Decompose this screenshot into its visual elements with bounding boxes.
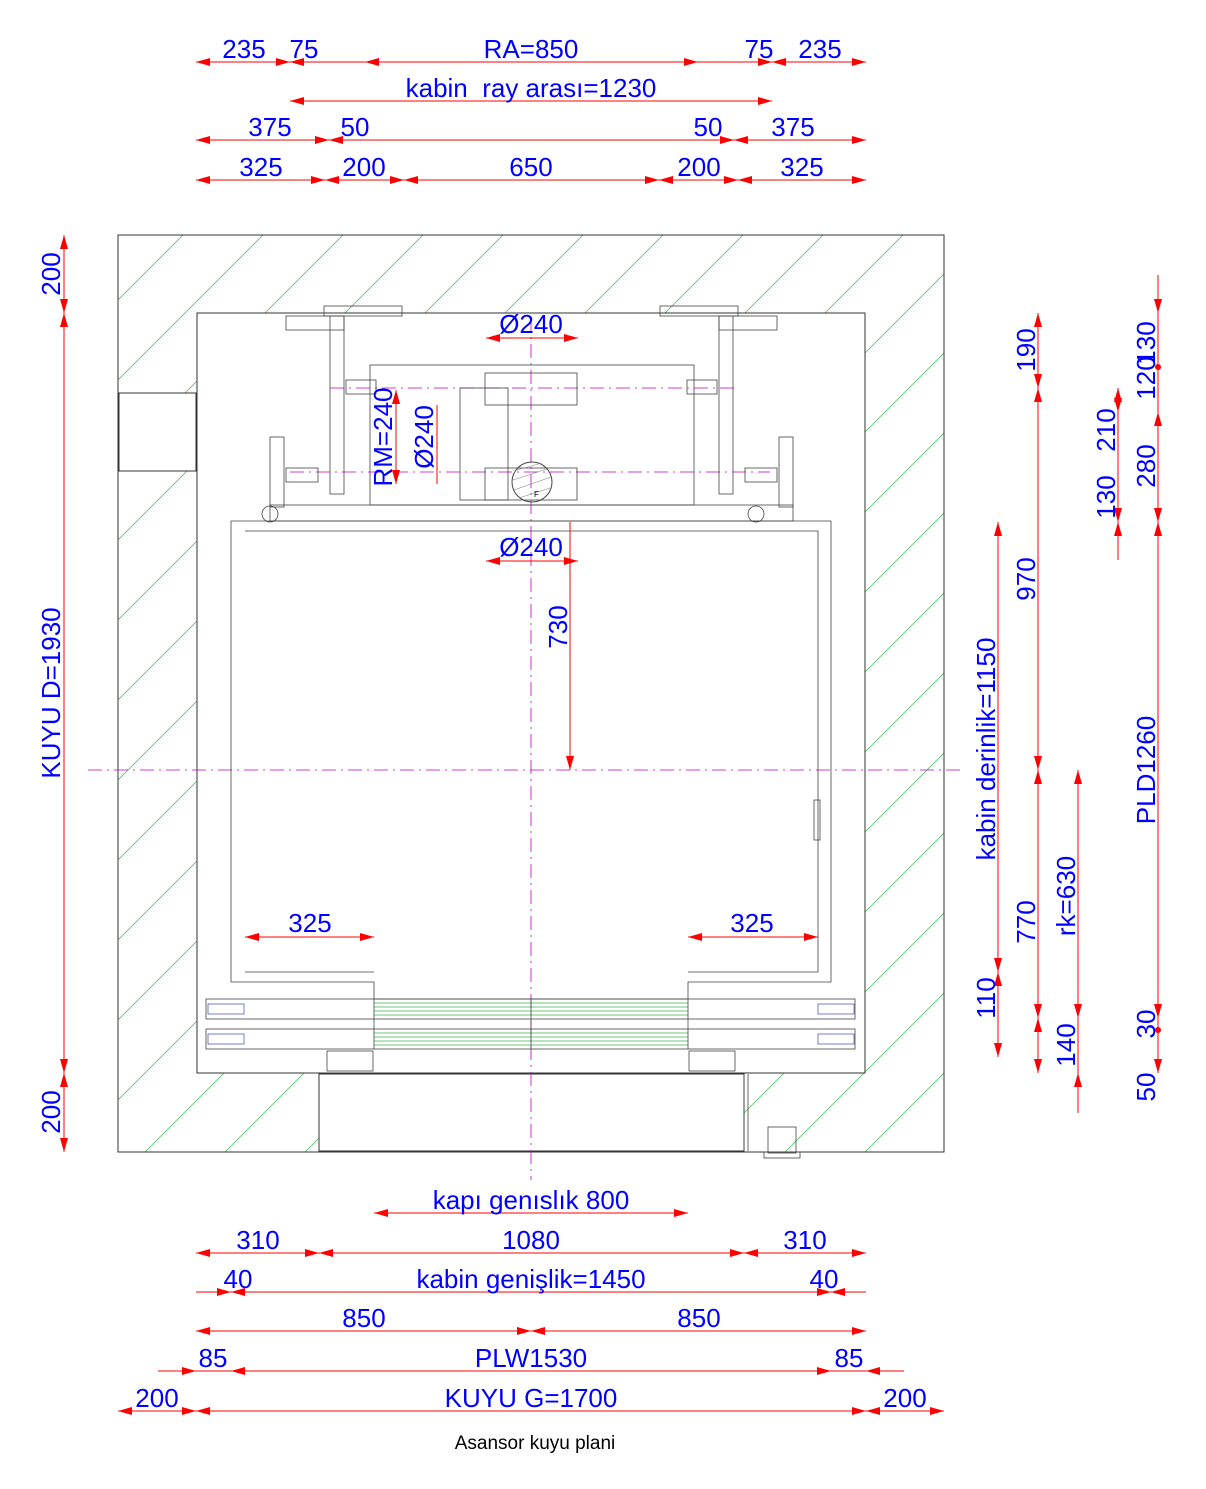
dim-right-280: 280 bbox=[1131, 444, 1161, 487]
right-dimension-labels: kabin derinlik=1150 110 190 970 770 140 … bbox=[971, 321, 1161, 1101]
dim-left-200-bottom: 200 bbox=[36, 1090, 66, 1133]
dim-top-325-right: 325 bbox=[780, 152, 823, 182]
dim-bottom-850-right: 850 bbox=[677, 1303, 720, 1333]
dim-top-235-right: 235 bbox=[798, 34, 841, 64]
top-dimension-labels: 235 75 RA=850 75 235 kabin ray arası=123… bbox=[222, 34, 841, 182]
dim-pulley-diameter-top: Ø240 bbox=[499, 309, 563, 339]
dim-top-235-left: 235 bbox=[222, 34, 265, 64]
arrowheads bbox=[60, 58, 1162, 1415]
dim-top-50-left: 50 bbox=[341, 112, 370, 142]
dim-top-650: 650 bbox=[509, 152, 552, 182]
rail-frame: F bbox=[261, 305, 794, 523]
dim-shaft-width: KUYU G=1700 bbox=[445, 1383, 618, 1413]
dim-top-50-right: 50 bbox=[694, 112, 723, 142]
dim-cabin-width: kabin genişlik=1450 bbox=[416, 1264, 645, 1294]
dim-right-770: 770 bbox=[1011, 900, 1041, 943]
dim-bottom-310-right: 310 bbox=[783, 1225, 826, 1255]
dim-ra: RA=850 bbox=[484, 34, 579, 64]
dim-right-130-top: 130 bbox=[1131, 321, 1161, 364]
dim-right-30: 30 bbox=[1131, 1010, 1161, 1039]
shaft-outline bbox=[117, 234, 945, 1159]
dim-rail-distance: kabin ray arası=1230 bbox=[406, 73, 657, 103]
dim-bottom-200-right: 200 bbox=[883, 1383, 926, 1413]
dim-730: 730 bbox=[543, 605, 573, 648]
inner-dimension-labels: Ø240 Ø240 RM=240 Ø240 730 325 325 bbox=[288, 309, 773, 938]
dim-right-210: 210 bbox=[1091, 408, 1121, 451]
dim-top-325-left: 325 bbox=[239, 152, 282, 182]
dim-right-970: 970 bbox=[1011, 557, 1041, 600]
dim-right-110: 110 bbox=[971, 977, 1001, 1018]
dim-rm: RM=240 bbox=[368, 388, 398, 487]
dim-bottom-85-left: 85 bbox=[199, 1343, 228, 1373]
dim-plw: PLW1530 bbox=[475, 1343, 587, 1373]
dim-cabin-depth: kabin derinlik=1150 bbox=[971, 638, 1001, 861]
dim-right-190: 190 bbox=[1011, 328, 1041, 371]
dim-pld: PLD1260 bbox=[1131, 716, 1161, 824]
bottom-dimension-labels: kapı genıslık 800 310 1080 310 40 kabin … bbox=[135, 1185, 926, 1413]
dim-top-75-left: 75 bbox=[290, 34, 319, 64]
dim-inner-325-right: 325 bbox=[730, 908, 773, 938]
dim-inner-325-left: 325 bbox=[288, 908, 331, 938]
dim-pulley-diameter-side: Ø240 bbox=[409, 405, 439, 469]
dim-bottom-310-left: 310 bbox=[236, 1225, 279, 1255]
dim-top-375-right: 375 bbox=[771, 112, 814, 142]
left-dimension-labels: 200 KUYU D=1930 200 bbox=[36, 252, 66, 1133]
dim-bottom-85-right: 85 bbox=[835, 1343, 864, 1373]
dim-bottom-200-left: 200 bbox=[135, 1383, 178, 1413]
f-mark: F bbox=[534, 490, 539, 499]
dim-bottom-1080: 1080 bbox=[502, 1225, 560, 1255]
dim-right-120: 120 bbox=[1131, 356, 1161, 399]
dim-door-width: kapı genıslık 800 bbox=[433, 1185, 630, 1215]
dim-right-130-low: 130 bbox=[1091, 475, 1121, 518]
dim-top-375-left: 375 bbox=[248, 112, 291, 142]
dim-top-75-right: 75 bbox=[745, 34, 774, 64]
axis-lines bbox=[88, 318, 960, 1180]
door-sills bbox=[205, 998, 856, 1072]
dim-bottom-40-right: 40 bbox=[810, 1264, 839, 1294]
dim-bottom-40-left: 40 bbox=[224, 1264, 253, 1294]
dim-right-50: 50 bbox=[1131, 1073, 1161, 1102]
dim-shaft-depth: KUYU D=1930 bbox=[36, 607, 66, 778]
dim-left-200-top: 200 bbox=[36, 252, 66, 295]
dim-pulley-diameter-cabin: Ø240 bbox=[499, 532, 563, 562]
dim-rk: rk=630 bbox=[1051, 856, 1081, 936]
dim-top-200-right: 200 bbox=[677, 152, 720, 182]
dim-bottom-850-left: 850 bbox=[342, 1303, 385, 1333]
dim-right-140-a: 140 bbox=[1051, 1023, 1081, 1066]
drawing-caption: Asansor kuyu plani bbox=[455, 1433, 616, 1454]
dim-top-200-left: 200 bbox=[342, 152, 385, 182]
